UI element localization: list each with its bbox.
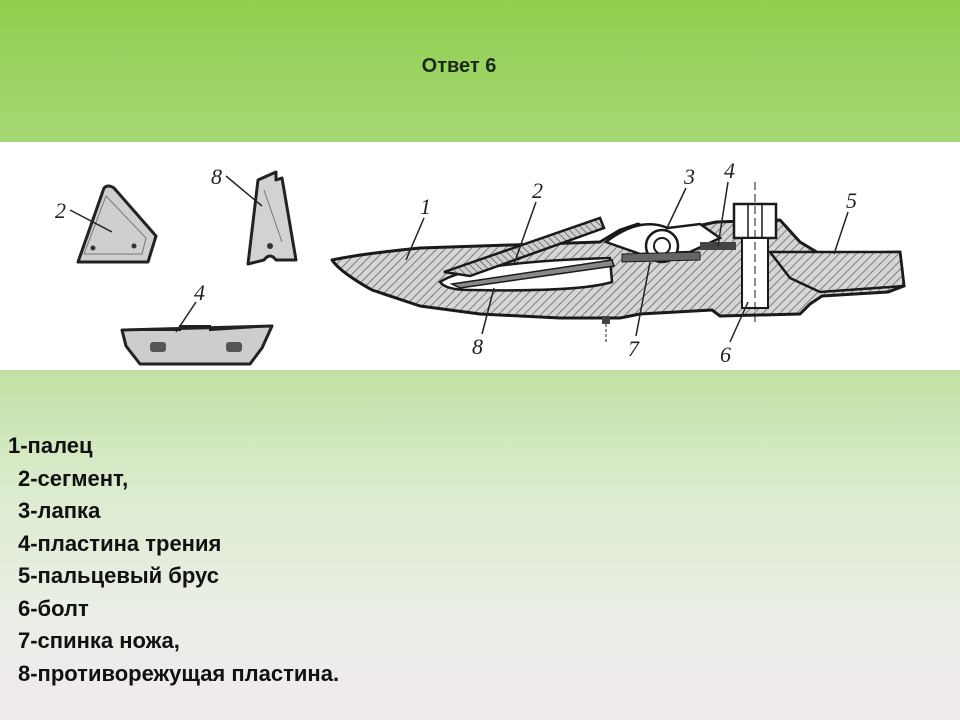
callout-2-blade: 2 [513,178,543,265]
callout-4-friction-main: 4 [717,158,735,247]
slide-title: Ответ 6 [421,55,497,77]
svg-text:6: 6 [720,342,731,367]
callout-8-inner-plate: 8 [472,287,495,359]
legend-item-7: 7-спинка ножа, [18,628,180,653]
callout-4-friction: 4 [175,280,205,333]
callout-6-bolt: 6 [720,301,749,367]
legend-item-6: 6-болт [18,595,89,621]
callout-5-bar: 5 [833,188,857,255]
legend-item-5: 5-пальцевый брус [18,563,219,588]
finger-assembly [330,182,906,342]
svg-text:4: 4 [194,280,205,305]
legend-list: 1-палец 2-сегмент, 3-лапка 4-пластина тр… [0,430,339,690]
svg-text:2: 2 [55,198,66,223]
svg-text:4: 4 [724,158,735,183]
callout-3-clamp: 3 [665,164,695,231]
svg-text:5: 5 [846,188,857,213]
header-band: Ответ 6 [0,0,960,142]
callout-2-segment: 2 [55,198,113,233]
legend-item-1: 1-палец [8,433,93,458]
friction-plate-part [120,324,274,366]
legend-panel: 1-палец 2-сегмент, 3-лапка 4-пластина тр… [0,370,960,720]
callout-7-knife-back: 7 [628,261,651,361]
svg-text:7: 7 [628,336,640,361]
svg-text:8: 8 [211,164,222,189]
svg-text:3: 3 [683,164,695,189]
svg-text:2: 2 [532,178,543,203]
svg-text:1: 1 [420,194,431,219]
cutting-plate-part [246,170,298,266]
svg-text:8: 8 [472,334,483,359]
legend-item-4: 4-пластина трения [18,530,222,556]
legend-item-2: 2-сегмент, [18,465,129,491]
legend-item-8: 8-противорежущая пластина. [18,660,340,686]
callout-8-plate: 8 [211,164,263,207]
technical-drawing: 2 8 4 [0,142,960,370]
segment-part [76,184,158,264]
callout-1-finger: 1 [405,194,431,261]
legend-item-3: 3-лапка [18,498,101,523]
